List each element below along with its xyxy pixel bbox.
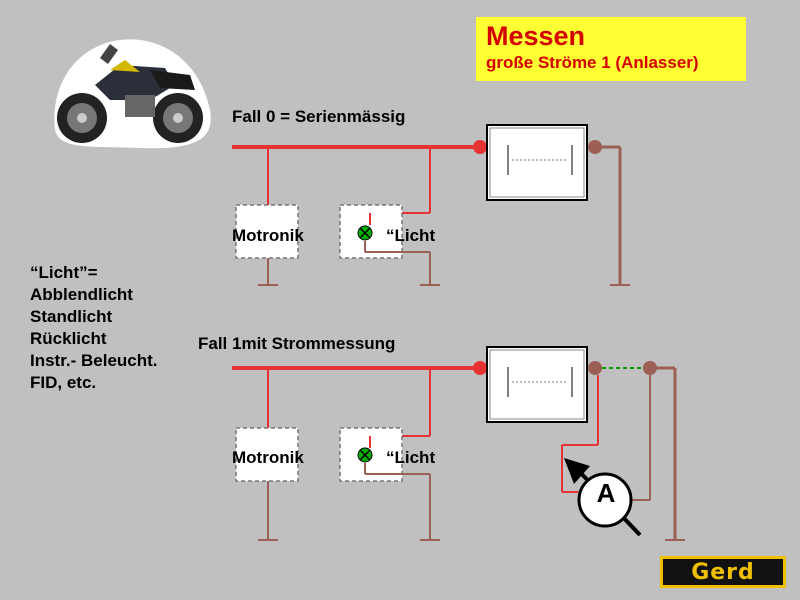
title-box: Messen große Ströme 1 (Anlasser): [476, 17, 746, 81]
case1-motronik-label: Motronik: [232, 448, 304, 467]
legend-item: Abblendlicht: [30, 285, 133, 304]
case1-ground-terminal: [643, 361, 657, 375]
case1-plus-terminal: [473, 361, 487, 375]
lamp-symbol: [357, 225, 373, 241]
case0-motronik-label: Motronik: [232, 226, 304, 245]
case1-minus-terminal: [588, 361, 602, 375]
case1-motronik-box: [235, 427, 299, 482]
legend-item: “Licht”=: [30, 263, 98, 282]
case1-licht-label: “Licht: [386, 448, 436, 467]
legend-item: Standlicht: [30, 307, 113, 326]
case1-battery: [486, 346, 588, 423]
licht-legend: “Licht”= Abblendlicht Standlicht Rücklic…: [30, 262, 158, 394]
case0-circuit: [232, 124, 630, 286]
ammeter-symbol: [564, 458, 642, 537]
motorcycle-image: [54, 39, 211, 149]
case0-battery: [486, 124, 588, 201]
logo-text: Gerd: [691, 559, 755, 585]
case0-motronik-box: [235, 204, 299, 259]
case1-circuit: [232, 346, 685, 541]
case0-heading: Fall 0 = Serienmässig: [232, 107, 406, 126]
lamp-symbol: [357, 447, 373, 463]
case0-licht-label: “Licht: [386, 226, 436, 245]
page-title: Messen: [486, 21, 586, 51]
ammeter-label: A: [596, 478, 616, 508]
legend-item: FID, etc.: [30, 373, 97, 392]
case1-heading: Fall 1mit Strommessung: [198, 334, 396, 353]
legend-item: Rücklicht: [30, 329, 107, 348]
gerd-logo: Gerd: [660, 556, 786, 588]
case0-plus-terminal: [473, 140, 487, 154]
page-subtitle: große Ströme 1 (Anlasser): [486, 53, 699, 72]
legend-item: Instr.- Beleucht.: [30, 351, 158, 370]
